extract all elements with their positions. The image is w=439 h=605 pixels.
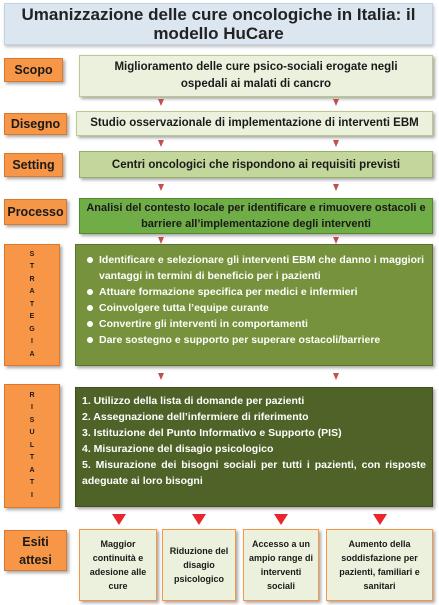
label-scopo: Scopo bbox=[4, 58, 63, 82]
box-processo-text: Analisi del contesto locale per identifi… bbox=[86, 202, 426, 230]
arrow-down-icon bbox=[333, 99, 339, 106]
label-esiti-text: Esiti attesi bbox=[19, 534, 52, 567]
label-scopo-text: Scopo bbox=[14, 63, 53, 77]
strategia-item: Dare sostegno e supporto per superare os… bbox=[86, 332, 426, 348]
risultati-item: 5. Misurazione dei bisogni sociali per t… bbox=[82, 459, 426, 487]
label-disegno: Disegno bbox=[4, 113, 67, 135]
risultati-item: 2. Assegnazione dell’infermiere di rifer… bbox=[82, 411, 309, 423]
esito-box: Riduzione del disagio psicologico bbox=[162, 529, 236, 601]
arrow-down-icon bbox=[333, 237, 339, 244]
arrow-down-icon bbox=[333, 140, 339, 147]
arrow-down-icon bbox=[192, 514, 206, 525]
esito-box: Aumento della soddisfazione per pazienti… bbox=[326, 529, 433, 601]
esito-text: Riduzione del disagio psicologico bbox=[169, 546, 229, 584]
label-setting: Setting bbox=[4, 153, 63, 177]
strategia-item: Convertire gli interventi in comportamen… bbox=[86, 316, 426, 332]
strategia-item: Coinvolgere tutta l’equipe curante bbox=[86, 300, 426, 316]
arrow-down-icon bbox=[158, 373, 164, 380]
box-processo: Analisi del contesto locale per identifi… bbox=[79, 198, 433, 234]
esito-text: Accesso a un ampio range di interventi s… bbox=[248, 539, 313, 591]
strategia-letter: E bbox=[29, 313, 35, 321]
box-disegno-text: Studio osservazionale di implementazione… bbox=[90, 117, 419, 129]
esito-box: Accesso a un ampio range di interventi s… bbox=[243, 529, 319, 601]
strategia-letter: S bbox=[29, 250, 35, 258]
risultati-item: 1. Utilizzo della lista di domande per p… bbox=[82, 395, 305, 407]
esito-text: Aumento della soddisfazione per pazienti… bbox=[339, 539, 420, 591]
arrow-down-icon bbox=[158, 184, 164, 191]
risultati-item: 3. Istituzione del Punto Informativo e S… bbox=[82, 427, 342, 439]
risultati-letter: T bbox=[29, 479, 35, 487]
strategia-item: Identificare e selezionare gli intervent… bbox=[86, 252, 426, 284]
esito-text: Maggior continuità e adesione alle cure bbox=[89, 539, 147, 591]
risultati-letter: S bbox=[29, 416, 35, 424]
risultati-letter: I bbox=[31, 491, 33, 499]
risultati-list: 1. Utilizzo della lista di domande per p… bbox=[82, 393, 426, 489]
arrow-down-icon bbox=[112, 514, 126, 525]
strategia-letter: T bbox=[29, 300, 35, 308]
label-risultati: R I S U L T A T I bbox=[4, 384, 60, 508]
strategia-item: Attuare formazione specifica per medici … bbox=[86, 284, 426, 300]
box-disegno: Studio osservazionale di implementazione… bbox=[76, 111, 433, 136]
risultati-letter: U bbox=[29, 429, 35, 437]
label-disegno-text: Disegno bbox=[10, 117, 61, 131]
diagram-title-text: Umanizzazione delle cure oncologiche in … bbox=[21, 5, 416, 43]
arrow-down-icon bbox=[158, 140, 164, 147]
label-setting-text: Setting bbox=[12, 158, 55, 172]
esito-box: Maggior continuità e adesione alle cure bbox=[79, 529, 157, 601]
strategia-letter: G bbox=[29, 325, 35, 333]
arrow-down-icon bbox=[333, 373, 339, 380]
arrow-down-icon bbox=[274, 514, 288, 525]
risultati-item: 4. Misurazione del disagio psicologico bbox=[82, 443, 274, 455]
strategia-letter: I bbox=[31, 338, 33, 346]
label-strategia: S T R A T E G I A bbox=[4, 244, 60, 366]
box-setting-text: Centri oncologici che rispondono ai requ… bbox=[111, 158, 401, 171]
strategia-letter: T bbox=[29, 263, 35, 271]
risultati-letter: I bbox=[31, 404, 33, 412]
risultati-letter: L bbox=[29, 441, 35, 449]
risultati-letter: A bbox=[29, 466, 35, 474]
risultati-letter: T bbox=[29, 454, 35, 462]
strategia-letter: A bbox=[29, 350, 35, 358]
strategia-letter: A bbox=[29, 288, 35, 296]
arrow-down-icon bbox=[158, 237, 164, 244]
box-risultati: 1. Utilizzo della lista di domande per p… bbox=[75, 387, 433, 507]
risultati-letter: R bbox=[29, 391, 35, 399]
arrow-down-icon bbox=[373, 514, 387, 525]
box-scopo: Miglioramento delle cure psico-sociali e… bbox=[79, 55, 433, 97]
label-processo-text: Processo bbox=[7, 205, 64, 219]
arrow-down-icon bbox=[158, 99, 164, 106]
label-processo: Processo bbox=[4, 199, 67, 225]
diagram-title: Umanizzazione delle cure oncologiche in … bbox=[4, 3, 433, 45]
box-strategia: Identificare e selezionare gli intervent… bbox=[75, 244, 433, 366]
strategia-letter: R bbox=[29, 275, 35, 283]
box-scopo-text: Miglioramento delle cure psico-sociali e… bbox=[114, 61, 398, 90]
label-esiti: Esiti attesi bbox=[4, 530, 67, 571]
strategia-list: Identificare e selezionare gli intervent… bbox=[86, 252, 426, 348]
box-setting: Centri oncologici che rispondono ai requ… bbox=[79, 151, 433, 178]
arrow-down-icon bbox=[333, 184, 339, 191]
